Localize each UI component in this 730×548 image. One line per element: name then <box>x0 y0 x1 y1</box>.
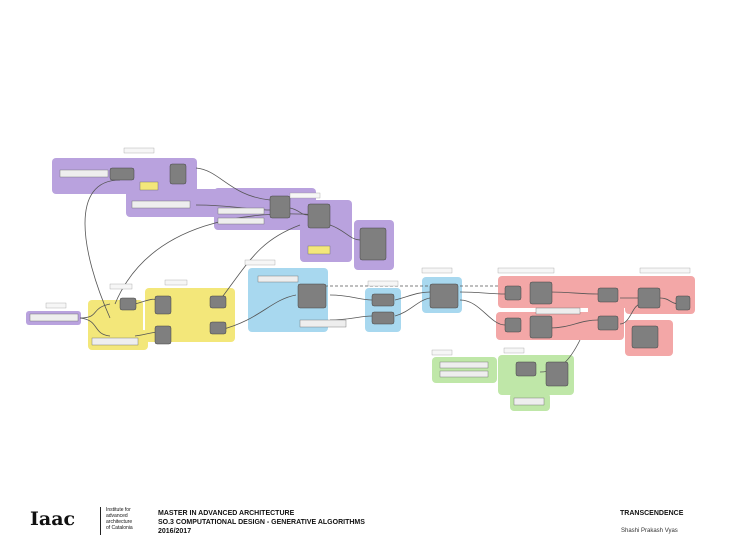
node-11[interactable] <box>297 283 327 309</box>
academic-year: 2016/2017 <box>158 528 192 535</box>
nodes[interactable] <box>109 163 691 387</box>
institute-line-1: Institute for <box>106 507 131 513</box>
node-22[interactable] <box>675 295 691 311</box>
node-20[interactable] <box>597 315 619 331</box>
iaac-logo: Iaac <box>30 508 76 530</box>
panel-2[interactable] <box>131 200 191 209</box>
panel-1[interactable] <box>59 169 109 178</box>
panel-4[interactable] <box>217 217 265 225</box>
node-10[interactable] <box>209 321 227 335</box>
panel-10[interactable] <box>439 370 489 378</box>
node-2[interactable] <box>169 163 187 185</box>
red-group-cluster[interactable] <box>496 276 695 356</box>
node-5[interactable] <box>359 227 387 261</box>
panel-7[interactable] <box>257 275 299 283</box>
group-labels <box>45 147 691 356</box>
node-13[interactable] <box>371 311 395 325</box>
node-14[interactable] <box>429 283 459 309</box>
panel-3[interactable] <box>217 207 265 215</box>
institute-line-4: of Catalonia <box>106 525 133 531</box>
node-6[interactable] <box>119 297 137 311</box>
institute-line-3: architecture <box>106 519 133 525</box>
panel-12[interactable] <box>513 397 545 406</box>
project-title: TRANSCENDENCE <box>620 510 684 517</box>
yellow-panel-1[interactable] <box>139 181 159 191</box>
node-21[interactable] <box>637 287 661 309</box>
node-9[interactable] <box>209 295 227 309</box>
panel-11[interactable] <box>535 307 581 315</box>
logo-divider <box>100 507 101 535</box>
node-23[interactable] <box>631 325 659 349</box>
node-3[interactable] <box>269 195 291 219</box>
author-name: Shashi Prakash Vyas <box>621 528 678 534</box>
panel-5[interactable] <box>29 313 79 322</box>
green-group-1[interactable] <box>432 357 497 383</box>
panel-8[interactable] <box>299 319 347 328</box>
node-16[interactable] <box>529 281 553 305</box>
node-1[interactable] <box>109 167 135 181</box>
node-15[interactable] <box>504 285 522 301</box>
program-title: MASTER IN ADVANCED ARCHITECTURE <box>158 510 295 517</box>
panel-6[interactable] <box>91 337 139 346</box>
node-12[interactable] <box>371 293 395 307</box>
course-title: SO.3 COMPUTATIONAL DESIGN - GENERATIVE A… <box>158 519 365 526</box>
node-25[interactable] <box>545 361 569 387</box>
node-24[interactable] <box>515 361 537 377</box>
yellow-panel-2[interactable] <box>307 245 331 255</box>
institute-name: Institute for advanced architecture of C… <box>106 507 150 531</box>
wires <box>79 167 681 373</box>
node-18[interactable] <box>529 315 553 339</box>
node-8[interactable] <box>154 325 172 345</box>
input-panels[interactable] <box>29 169 581 406</box>
program-block: MASTER IN ADVANCED ARCHITECTURE SO.3 COM… <box>158 509 365 536</box>
node-7[interactable] <box>154 295 172 315</box>
panel-9[interactable] <box>439 361 489 369</box>
institute-line-2: advanced <box>106 513 128 519</box>
node-19[interactable] <box>597 287 619 303</box>
node-4[interactable] <box>307 203 331 229</box>
node-17[interactable] <box>504 317 522 333</box>
